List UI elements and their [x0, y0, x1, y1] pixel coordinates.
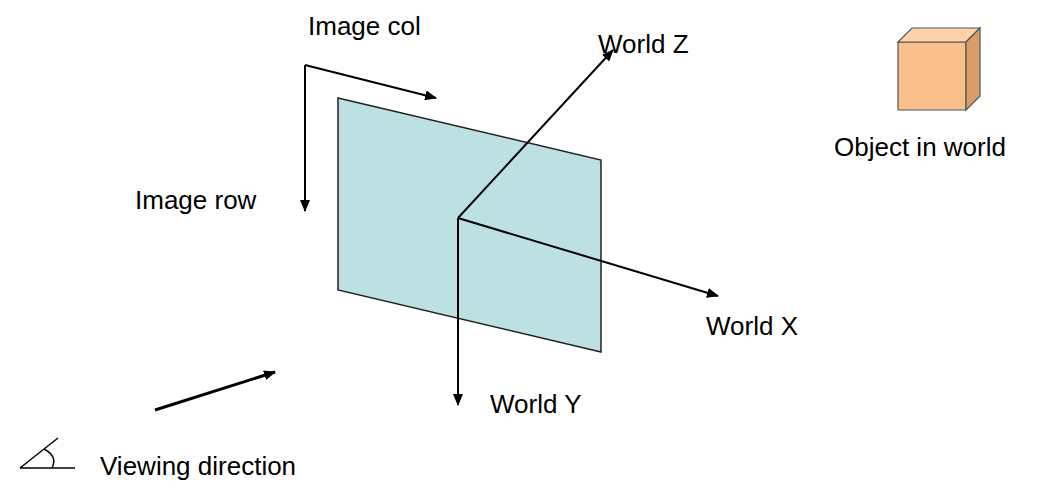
eye-symbol [20, 438, 75, 468]
axis-label: Image col [308, 12, 421, 42]
cube [898, 28, 980, 110]
axis-label: Image row [135, 186, 256, 216]
view-label: Viewing direction [100, 452, 296, 482]
axis-label: World Y [490, 390, 582, 420]
axis-label: World X [706, 312, 798, 342]
axis-label: World Z [598, 30, 689, 60]
axes [155, 50, 718, 410]
image-plane [338, 98, 601, 352]
object-label: Object in world [834, 133, 1006, 163]
